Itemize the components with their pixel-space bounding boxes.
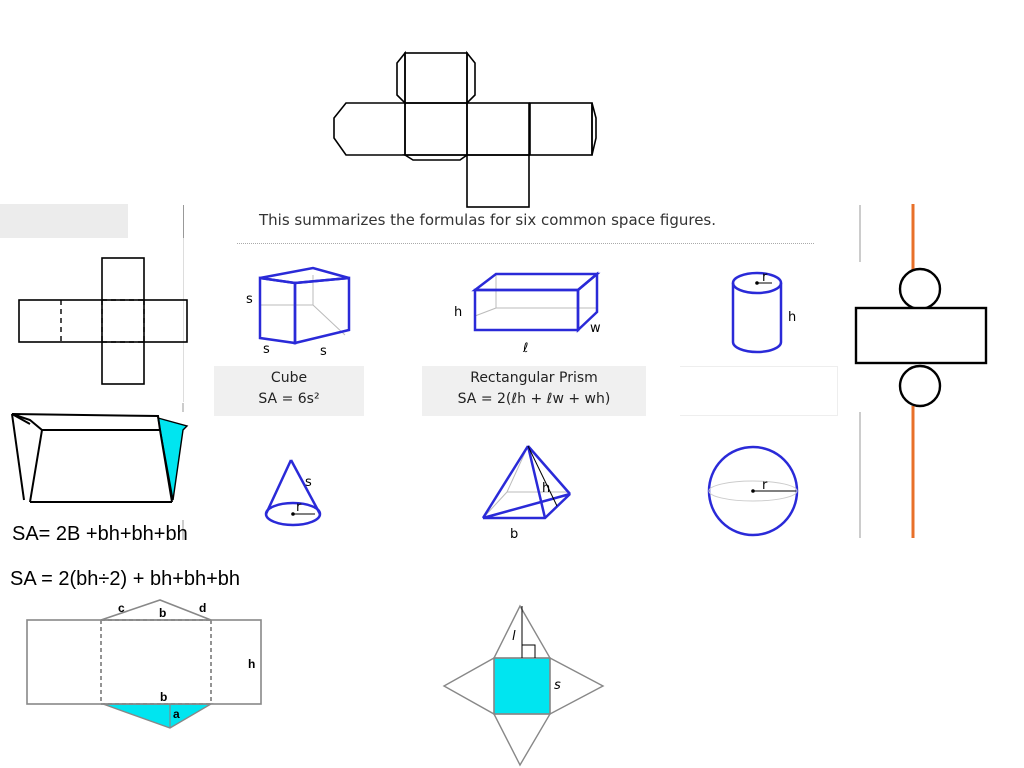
cube-label-s-side: s [246,292,253,307]
pyramid-label-b: b [510,527,518,542]
cone-label-r: r [296,500,302,515]
rect-prism-card: Rectangular Prism SA = 2(ℓh + ℓw + wh) [422,366,646,416]
cube-formula: SA = 6s² [258,391,320,407]
rect-prism-formula: SA = 2(ℓh + ℓw + wh) [457,391,611,407]
cylinder-card-placeholder [680,366,838,416]
cube-card: Cube SA = 6s² [214,366,364,416]
cone-label-s: s [305,475,312,490]
prism-label-l: ℓ [522,341,528,356]
panel-border [0,238,184,402]
tri-net-label-h: h [248,657,255,671]
pyramid-net-label-s: s [554,678,561,693]
dotted-divider [237,243,814,244]
cylinder-label-r: r [762,270,768,285]
pyramid-label-h: h [542,481,550,496]
tri-net-label-d: d [199,601,206,615]
tri-net-label-b-bottom: b [160,690,167,704]
cube-label-s-bottom2: s [320,344,327,359]
prism-label-w: w [590,321,601,336]
tri-net-label-c: c [118,601,125,615]
prism-label-h: h [454,305,462,320]
summary-text: This summarizes the formulas for six com… [259,211,717,229]
cylinder-label-h: h [788,310,796,325]
gray-bar [0,204,128,238]
triangular-prism-sa-formula: SA = 2(bh÷2) + bh+bh+bh [10,568,241,590]
tri-net-label-a: a [173,707,180,721]
tri-net-label-b-top: b [159,606,166,620]
cube-name: Cube [270,370,308,386]
divider-line-left [183,205,184,238]
pyramid-net-label-l: l [512,629,516,644]
prism-sa-formula: SA= 2B +bh+bh+bh [12,523,188,545]
rect-prism-name: Rectangular Prism [470,370,598,386]
sphere-label-r: r [762,478,768,493]
cube-label-s-bottom1: s [263,342,270,357]
